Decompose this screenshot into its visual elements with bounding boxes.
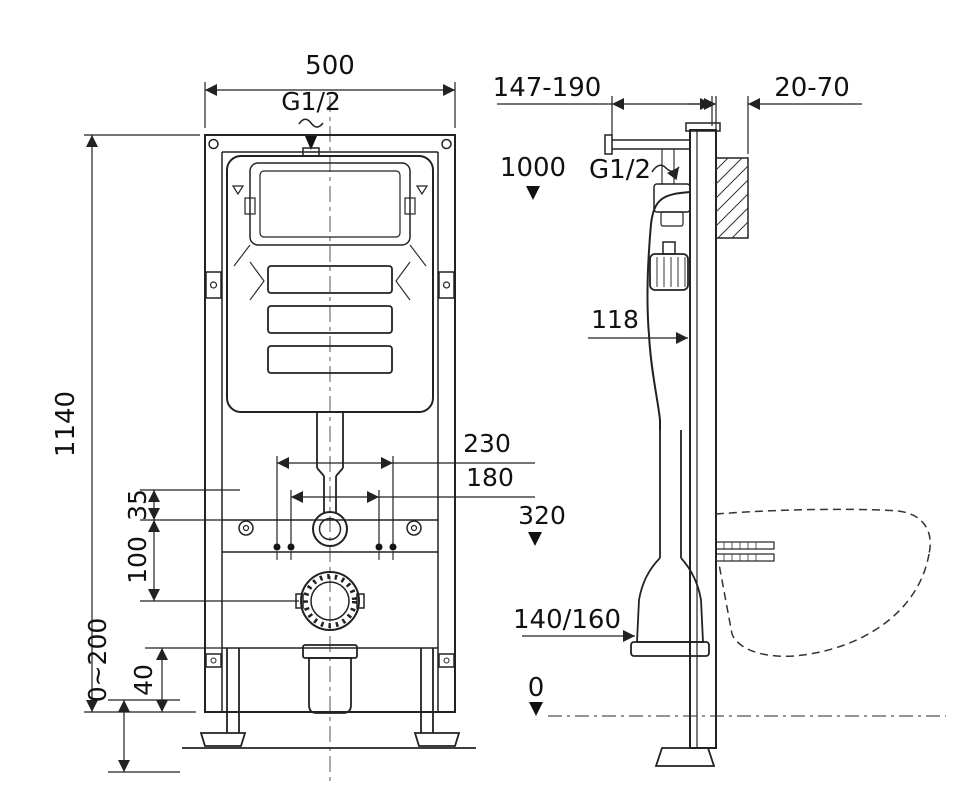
dim-label-147-190: 147-190 xyxy=(493,73,602,103)
side-view xyxy=(604,122,931,767)
dim-230: 230 xyxy=(276,429,535,548)
side-inlet-label: G1/2 xyxy=(589,155,680,185)
level-triangle-icon xyxy=(528,532,542,546)
level-label-320: 320 xyxy=(518,501,566,530)
flush-bend-fitting xyxy=(312,511,348,547)
dim-label-inlet-thread: G1/2 xyxy=(281,87,341,116)
elbow-flange xyxy=(630,641,710,657)
front-view xyxy=(182,96,476,782)
side-dimensions: 147-190 20-70 G1/2 118 140/160 xyxy=(493,73,862,642)
dim-118: 118 xyxy=(588,305,688,344)
wall-section xyxy=(715,157,749,239)
dim-label-35: 35 xyxy=(123,489,152,521)
foot-plate-left xyxy=(199,732,247,747)
dim-wall-gap: 20-70 xyxy=(688,73,862,154)
dim-40: 40 xyxy=(129,647,222,712)
flush-pipe-side xyxy=(630,430,710,657)
cistern-slot xyxy=(267,305,393,334)
dim-label-230: 230 xyxy=(463,429,511,458)
shutoff-valve xyxy=(653,183,691,227)
panel-clip-left xyxy=(244,197,256,215)
dim-label-500: 500 xyxy=(305,51,355,81)
dim-label-118: 118 xyxy=(591,305,639,334)
outlet-flange xyxy=(295,571,365,631)
dim-depth-range: 147-190 xyxy=(493,73,713,135)
side-rail xyxy=(654,122,721,767)
drain-pipe xyxy=(302,644,358,714)
level-triangle-icon xyxy=(529,702,543,716)
mold-mark-icon xyxy=(415,185,429,196)
adjuster-knob xyxy=(649,241,689,291)
foot-plate-right xyxy=(413,732,461,747)
support-legs xyxy=(182,648,476,749)
level-label-0: 0 xyxy=(528,673,545,703)
wall-bracket-right xyxy=(438,271,455,299)
dim-width-500: 500 xyxy=(204,51,456,128)
wall-studs xyxy=(715,541,775,562)
dim-leg-range: 0~200 xyxy=(83,618,180,773)
dim-label-100: 100 xyxy=(123,536,152,584)
knurled-ring xyxy=(303,574,357,628)
dim-label-20-70: 20-70 xyxy=(774,73,850,103)
outlet-elbow xyxy=(636,557,704,643)
side-foot-plate xyxy=(654,747,716,767)
dim-100: 100 xyxy=(123,520,299,602)
water-flow-icon xyxy=(651,164,680,181)
rail-top-cap xyxy=(685,122,721,132)
level-label-1000: 1000 xyxy=(500,153,566,183)
dim-180: 180 xyxy=(290,463,535,548)
level-triangle-icon xyxy=(526,186,540,200)
dim-label-40: 40 xyxy=(129,664,158,696)
bottom-bracket-right xyxy=(438,653,455,668)
dim-label-1140: 1140 xyxy=(51,391,81,457)
wall-bracket-left xyxy=(205,271,222,299)
toilet-bowl-outline xyxy=(715,508,931,658)
cistern-side-profile xyxy=(646,191,691,430)
dim-outlet-size: 140/160 xyxy=(513,605,635,642)
dim-label-0-200: 0~200 xyxy=(83,618,112,703)
access-panel xyxy=(249,162,411,246)
cistern-slot xyxy=(267,265,393,294)
front-dimensions: 500 G1/2 1140 35 100 40 xyxy=(51,51,535,773)
frame-outline xyxy=(204,134,456,713)
level-markers: 1000 320 0 xyxy=(500,153,946,717)
cross-rails xyxy=(222,511,438,560)
dim-label-180: 180 xyxy=(466,463,514,492)
frame-screw-hole xyxy=(208,138,219,150)
access-panel-window xyxy=(259,170,401,238)
dim-label-inlet-thread-side: G1/2 xyxy=(589,155,651,185)
water-flow-icon xyxy=(298,118,324,128)
dim-height-1140: 1140 xyxy=(51,134,200,713)
dim-label-140-160: 140/160 xyxy=(513,605,621,635)
frame-screw-hole xyxy=(441,138,452,150)
cistern-slot xyxy=(267,345,393,374)
panel-clip-right xyxy=(404,197,416,215)
bottom-bracket-left xyxy=(205,653,222,668)
pipe-end-cap xyxy=(604,134,613,155)
cistern xyxy=(226,155,434,413)
rail-bolt-hole xyxy=(406,520,422,536)
inlet-arrow-icon xyxy=(305,136,317,150)
rail-bolt-hole xyxy=(238,520,254,536)
water-inlet-front xyxy=(298,118,324,157)
mold-mark-icon xyxy=(231,185,245,196)
